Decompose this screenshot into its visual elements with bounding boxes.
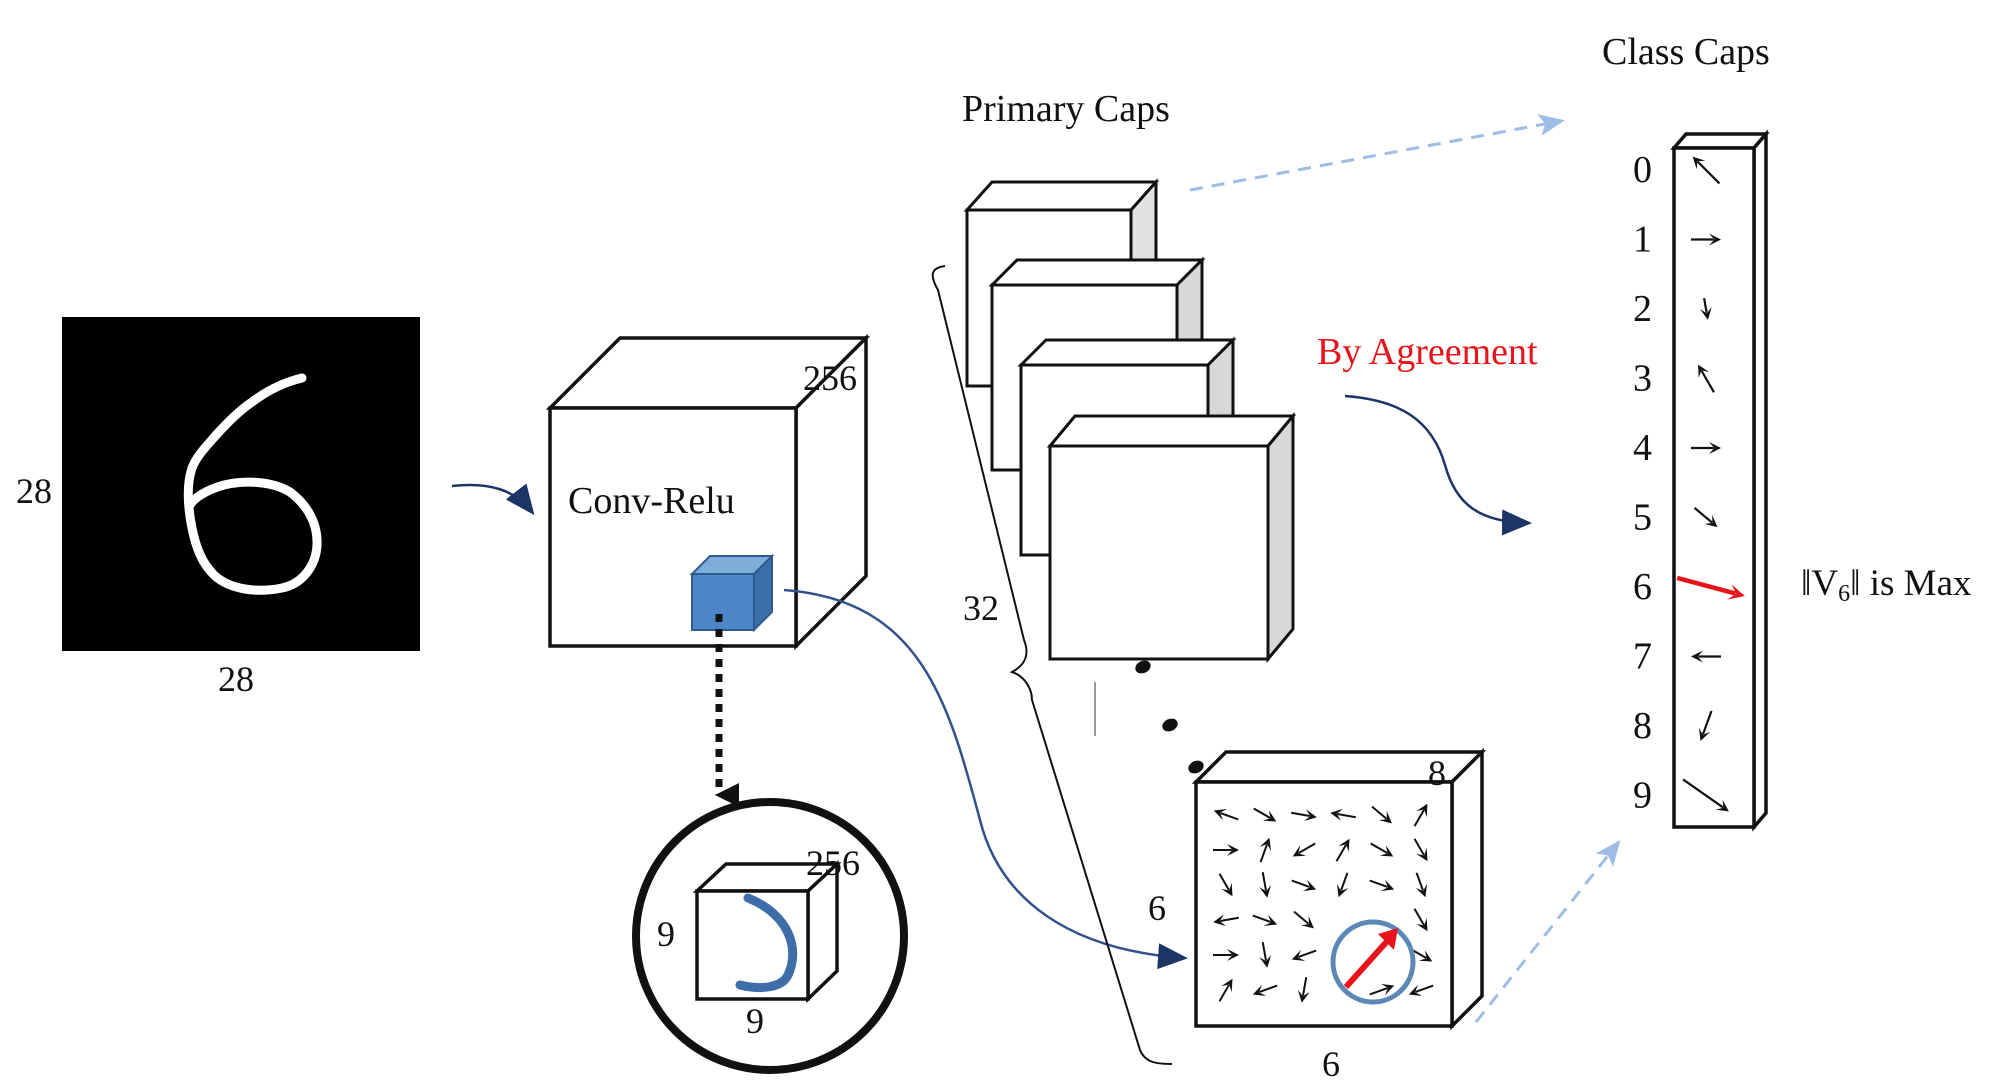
kernel-feature-curve bbox=[735, 893, 798, 992]
capsule-vector bbox=[1291, 949, 1317, 961]
conv-relu-cube bbox=[545, 333, 871, 651]
capsule-vector bbox=[1218, 978, 1233, 1002]
capsule-vector bbox=[1369, 984, 1395, 996]
highlight-capsule-vector-head bbox=[1378, 928, 1398, 950]
input-width-label: 28 bbox=[218, 659, 254, 699]
capsule-vector bbox=[1335, 838, 1350, 862]
class-capsule-vector bbox=[1692, 156, 1721, 185]
primary-caps-brace bbox=[931, 265, 1173, 1065]
class-capsule-vector-max bbox=[1676, 575, 1745, 600]
class-capsule-vector bbox=[1682, 778, 1729, 812]
capsule-vector bbox=[1218, 873, 1233, 897]
input-to-conv-arrow bbox=[451, 483, 535, 516]
highlight-capsule-circle bbox=[1330, 919, 1416, 1005]
class-digit-label: 8 bbox=[1633, 705, 1652, 747]
capsule-vector bbox=[1371, 805, 1392, 824]
stack-ellipsis bbox=[1135, 660, 1204, 774]
capsule-vector bbox=[1291, 809, 1317, 822]
class-digit-label: 4 bbox=[1633, 427, 1652, 469]
capsule-vector bbox=[1213, 809, 1239, 821]
max-norm-note: ‖V6‖ is Max bbox=[1801, 563, 1972, 607]
kernel-zoom: 256 9 9 bbox=[632, 798, 908, 1074]
capsule-vector bbox=[1413, 908, 1428, 932]
capsule-vector bbox=[1415, 872, 1427, 898]
capsule-vector bbox=[1291, 879, 1317, 891]
capsule-vector bbox=[1330, 808, 1356, 821]
class-capsule-vector bbox=[1693, 507, 1718, 528]
capsule-grid-side bbox=[1450, 747, 1484, 1031]
input-image bbox=[62, 317, 420, 651]
class-digit-label: 7 bbox=[1633, 636, 1652, 678]
capsule-vector bbox=[1337, 872, 1349, 898]
handwritten-six-stroke bbox=[183, 373, 322, 595]
kernel-cube bbox=[689, 553, 775, 633]
capsule-vector bbox=[1413, 838, 1428, 862]
class-caps-top bbox=[1670, 132, 1770, 150]
capsule-vector bbox=[1259, 837, 1271, 863]
capsule-vector bbox=[1369, 879, 1395, 891]
class-capsule-vector bbox=[1691, 442, 1721, 454]
capsule-vector bbox=[1259, 872, 1272, 898]
class-caps-rows: 0 1 2 3 4 5 6 7 8 9 bbox=[1633, 149, 1745, 817]
capsule-count-label: 32 bbox=[963, 588, 999, 628]
class-digit-label: 9 bbox=[1633, 775, 1652, 817]
highlight-capsule-vector bbox=[1343, 935, 1393, 990]
grid-width-label: 6 bbox=[1322, 1044, 1340, 1081]
capsule-vector-field bbox=[1213, 803, 1434, 1003]
capsule-vector bbox=[1252, 914, 1278, 926]
primary-caps-stack bbox=[963, 178, 1297, 664]
routing-by-agreement-label: By Agreement bbox=[1317, 331, 1538, 373]
capsule-vector bbox=[1213, 914, 1239, 927]
primary-to-class-dashed-arrow-bottom bbox=[1474, 839, 1621, 1023]
capsule-grid-front bbox=[1194, 780, 1454, 1028]
conv-depth-label: 256 bbox=[803, 358, 857, 398]
grid-depth-label: 8 bbox=[1428, 753, 1446, 793]
primary-to-class-dashed-arrow-top bbox=[1189, 114, 1565, 192]
capsule-vector bbox=[1213, 844, 1239, 856]
class-capsule-vector bbox=[1691, 233, 1721, 246]
kernel-height-label: 9 bbox=[657, 914, 675, 954]
capsule-vector bbox=[1253, 807, 1277, 822]
kernel-depth-label: 256 bbox=[806, 843, 860, 883]
max-norm-prefix: ‖V bbox=[1801, 563, 1838, 604]
input-height-label: 28 bbox=[16, 471, 52, 511]
class-capsule-vector bbox=[1698, 710, 1713, 742]
capsule-vector bbox=[1370, 842, 1394, 857]
class-digit-label: 1 bbox=[1633, 219, 1652, 261]
class-digit-label: 2 bbox=[1633, 288, 1652, 330]
max-norm-subscript: 6 bbox=[1838, 581, 1850, 607]
class-caps-side bbox=[1752, 129, 1768, 832]
capsule-vector bbox=[1297, 977, 1310, 1003]
primary-caps-title: Primary Caps bbox=[962, 88, 1170, 130]
capsule-vector bbox=[1408, 984, 1434, 996]
capsule-vector bbox=[1293, 910, 1314, 929]
routing-arrow bbox=[1344, 394, 1532, 536]
class-caps-column bbox=[1670, 129, 1770, 832]
capsule-vector bbox=[1292, 842, 1316, 857]
class-caps-front bbox=[1672, 146, 1756, 829]
max-norm-suffix: ‖ is Max bbox=[1850, 563, 1972, 604]
class-capsule-vector bbox=[1698, 364, 1715, 393]
class-capsule-vector bbox=[1699, 297, 1712, 320]
kernel-width-label: 9 bbox=[746, 1001, 764, 1041]
kernel-to-primary-arrow bbox=[783, 588, 1188, 970]
conv-relu-label: Conv-Relu bbox=[568, 480, 735, 522]
capsule-vector bbox=[1252, 984, 1278, 996]
class-caps-title: Class Caps bbox=[1602, 31, 1770, 73]
class-digit-label: 0 bbox=[1633, 149, 1652, 191]
capsule-layer-4 bbox=[1046, 411, 1297, 664]
kernel-zoom-cube bbox=[692, 859, 842, 1004]
class-digit-label: 3 bbox=[1633, 358, 1652, 400]
capsule-grid-cube bbox=[1191, 747, 1487, 1031]
class-capsule-vector bbox=[1691, 650, 1721, 663]
class-digit-label: 5 bbox=[1633, 497, 1652, 539]
capsule-vector bbox=[1413, 803, 1428, 827]
grid-height-label: 6 bbox=[1148, 888, 1166, 928]
capsule-vector bbox=[1213, 949, 1239, 961]
kernel-cube-front bbox=[691, 573, 755, 631]
class-digit-label: 6 bbox=[1633, 566, 1652, 608]
capsule-vector bbox=[1259, 942, 1272, 968]
